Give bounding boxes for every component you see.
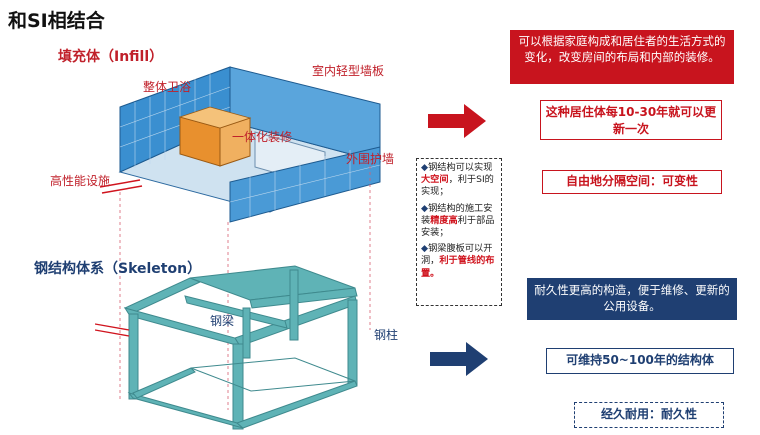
diamond-bullet-icon: ◆ xyxy=(421,243,429,255)
exterior-wall-front xyxy=(229,146,381,223)
skeleton-arrow-icon xyxy=(430,342,488,376)
label-steel-column: 钢柱 xyxy=(374,328,399,342)
column-right xyxy=(347,299,358,386)
column-back xyxy=(289,269,299,341)
skeleton-pipes xyxy=(95,323,130,337)
infill-description-box: 可以根据家庭构成和居住者的生活方式的变化，改变房间的布局和内部的装修。 xyxy=(510,30,734,84)
label-integrated: 一体化装修 xyxy=(232,130,293,144)
infill-arrow-icon xyxy=(428,104,486,138)
skeleton-title: 钢结构体系（Skeleton） xyxy=(34,261,202,277)
infill-house-illustration xyxy=(99,66,382,223)
label-bathroom: 整体卫浴 xyxy=(143,80,192,94)
note-item: ◆钢梁腹板可以开洞，利于管线的布置。 xyxy=(421,243,495,279)
infill-summary-box: 自由地分隔空间：可变性 xyxy=(542,170,722,194)
steel-frame-illustration xyxy=(95,265,358,430)
skeleton-description-box: 耐久性更高的构造，便于维修、更新的公用设备。 xyxy=(527,278,737,320)
page-title: 和SI相结合 xyxy=(8,10,105,32)
infill-lifespan-box: 这种居住体每10-30年就可以更新一次 xyxy=(540,100,722,140)
skeleton-summary-box: 经久耐用：耐久性 xyxy=(574,402,724,428)
label-facility: 高性能设施 xyxy=(50,174,111,188)
label-steel-beam: 钢梁 xyxy=(210,314,235,328)
infill-title: 填充体（Infill） xyxy=(58,49,164,65)
beam-bottom-front xyxy=(127,392,244,429)
facility-pipes xyxy=(99,179,143,194)
skeleton-lifespan-box: 可维持50~100年的结构体 xyxy=(546,348,734,374)
label-exterior-wall: 外围护墙 xyxy=(346,152,395,166)
diamond-bullet-icon: ◆ xyxy=(421,202,429,214)
column-front-left xyxy=(128,313,139,400)
steel-advantages-notes: ◆钢结构可以实现大空间，利于SI的实现； ◆钢结构的施工安装精度高利于部品安装；… xyxy=(416,158,502,306)
label-partition: 室内轻型墙板 xyxy=(312,64,385,78)
note-item: ◆钢结构可以实现大空间，利于SI的实现； xyxy=(421,162,494,198)
note-item: ◆钢结构的施工安装精度高利于部品安装； xyxy=(421,202,495,239)
diamond-bullet-icon: ◆ xyxy=(421,162,429,173)
